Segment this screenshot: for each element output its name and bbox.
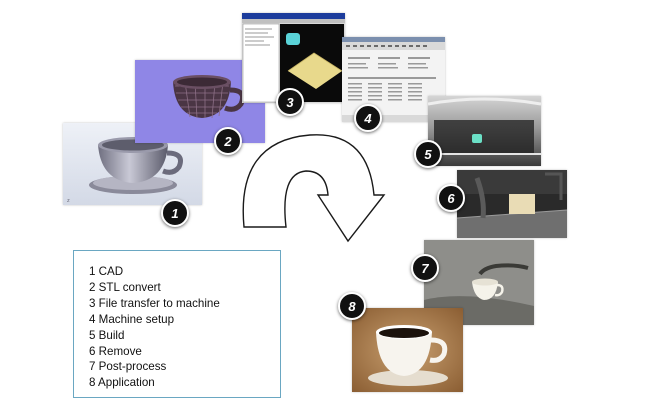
step-badge-7: 7: [411, 254, 439, 282]
step-badge-4: 4: [354, 104, 382, 132]
step-8-application-image: [352, 308, 463, 392]
step-5-build-image: [428, 96, 541, 166]
legend-item-remove: 6 Remove: [89, 344, 142, 358]
legend-item-build: 5 Build: [89, 328, 125, 342]
step-badge-5: 5: [414, 140, 442, 168]
legend-item-post-process: 7 Post-process: [89, 360, 167, 374]
legend-item-file-transfer: 3 File transfer to machine: [89, 296, 220, 310]
step-badge-1: 1: [161, 199, 189, 227]
cycle-arrow: [242, 134, 386, 243]
step-badge-3: 3: [276, 88, 304, 116]
legend-item-application: 8 Application: [89, 376, 155, 390]
legend-item-cad: 1 CAD: [89, 265, 124, 278]
legend-item-machine-setup: 4 Machine setup: [89, 312, 175, 326]
svg-text:z: z: [67, 198, 70, 204]
steps-legend: 1 CAD 2 STL convert 3 File transfer to m…: [73, 250, 281, 398]
step-badge-6: 6: [437, 184, 465, 212]
step-badge-8: 8: [338, 292, 366, 320]
step-6-remove-image: [457, 170, 567, 238]
legend-item-stl-convert: 2 STL convert: [89, 280, 161, 294]
step-badge-2: 2: [214, 127, 242, 155]
